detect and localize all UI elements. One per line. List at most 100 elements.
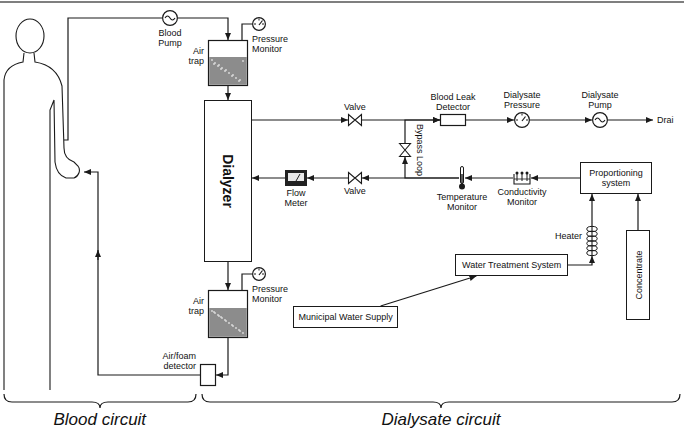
top-rule (0, 1, 684, 3)
flow-symbol (285, 170, 307, 186)
component-label: Air/foam detector (152, 351, 196, 371)
pressure-gauge: Pressure Monitor (252, 267, 266, 281)
gauge-tick (254, 24, 256, 25)
det-symbol (440, 114, 466, 126)
gauge-dial (253, 18, 266, 31)
pump-symbol (162, 10, 178, 26)
pump-wave (595, 118, 605, 122)
component-label: Valve (344, 186, 366, 196)
gauge-dial (515, 113, 530, 128)
component-label: Temperature Monitor (433, 192, 491, 212)
pressure-gauge: Dialysate Pressure (514, 112, 530, 128)
trap-speckle (217, 65, 219, 67)
trap-speckle (220, 68, 222, 70)
trap-speckle (242, 60, 244, 62)
process-box: Proportioning system (580, 162, 652, 194)
process-box: Water Treatment System (455, 254, 568, 276)
trap-speckle (224, 319, 226, 321)
thermometer-column (461, 174, 462, 184)
trap-speckle (228, 322, 230, 324)
trap-speckle (238, 80, 240, 82)
valve-symbol: Valve (348, 172, 362, 184)
gauge-tick (259, 269, 260, 271)
trap-blood (209, 308, 247, 337)
detector-body (441, 115, 466, 126)
cell-tank (514, 174, 530, 184)
trap-speckle (220, 316, 222, 318)
flow-line (466, 119, 514, 120)
trap-blood (209, 57, 247, 85)
cell-electrode-tip (526, 172, 529, 175)
component-label: Blood Leak Detector (427, 92, 479, 112)
gauge-needle (522, 117, 526, 122)
dialyzer-box: Dialyzer (204, 100, 252, 262)
flow-line (307, 177, 348, 178)
component-label: Pressure Monitor (252, 284, 304, 304)
trap-speckle (231, 75, 233, 77)
blood-return-line (84, 172, 200, 375)
heater-winding (587, 250, 597, 255)
valvev-symbol (399, 143, 411, 157)
gauge-dial (253, 268, 266, 281)
air-trap: Air trap (208, 290, 248, 338)
trap-speckle (242, 332, 244, 334)
thermometer-tube (461, 167, 464, 184)
trap-speckle (218, 315, 220, 317)
component-label: Air trap (180, 46, 204, 66)
meter-window (288, 173, 304, 181)
valve-bowtie (349, 173, 362, 184)
trap-speckle (218, 64, 220, 66)
bracket (4, 394, 196, 408)
trap-speckle (232, 325, 234, 327)
valve-symbol (348, 114, 362, 126)
gauge-tick (522, 114, 523, 116)
flow-line (637, 194, 638, 230)
trap-speckle (221, 317, 223, 319)
blood-line (64, 18, 162, 140)
valve-bowtie (400, 144, 411, 157)
flow-line (242, 274, 252, 290)
box-label: Water Treatment System (462, 260, 561, 270)
cond-symbol (513, 171, 531, 185)
gauge-tick (516, 120, 518, 121)
trap-speckle (225, 320, 227, 322)
component-label: Heater (555, 231, 582, 241)
component-label: Blood Pump (150, 28, 190, 48)
trap-chamber (209, 41, 248, 86)
gauge-symbol (252, 17, 266, 31)
component-label: Dialysate Pump (574, 90, 626, 110)
foam-detector: Air/foam detector (200, 364, 216, 386)
flow-line (227, 262, 228, 290)
drain-label: Drai (657, 115, 674, 125)
det-symbol (200, 364, 216, 386)
pressure-gauge: Pressure Monitor (252, 17, 266, 31)
box-label: Concentrate (633, 250, 643, 299)
patient-head (16, 19, 44, 53)
trap-symbol (208, 290, 248, 338)
component-label: Flow Meter (278, 188, 314, 208)
heater-symbol (586, 226, 598, 256)
flow-line (252, 119, 348, 120)
air-trap: Air trap (208, 40, 248, 86)
cell-electrode-tip (521, 172, 524, 175)
component-label: Dialysate Pressure (496, 90, 548, 110)
blood-leak-detector: Blood Leak Detector (440, 114, 466, 126)
box-label: Proportioning system (585, 168, 647, 188)
cell-electrode (522, 174, 523, 181)
trap-speckle (231, 324, 233, 326)
cell-electrode (527, 174, 528, 181)
trap-chamber (209, 291, 248, 338)
meter-needle (296, 174, 300, 181)
gauge-tick (262, 24, 264, 25)
meter-body (285, 170, 307, 186)
component-label: Conductivity Monitor (493, 187, 551, 207)
flow-line (405, 157, 459, 178)
component-label: Air trap (180, 296, 204, 316)
flow-arrow (97, 250, 98, 260)
box-label: Municipal Water Supply (299, 312, 393, 322)
gauge-symbol (514, 112, 530, 128)
flow-meter: Flow Meter (285, 170, 307, 186)
gauge-tick (259, 19, 260, 21)
trap-speckle (228, 72, 230, 74)
